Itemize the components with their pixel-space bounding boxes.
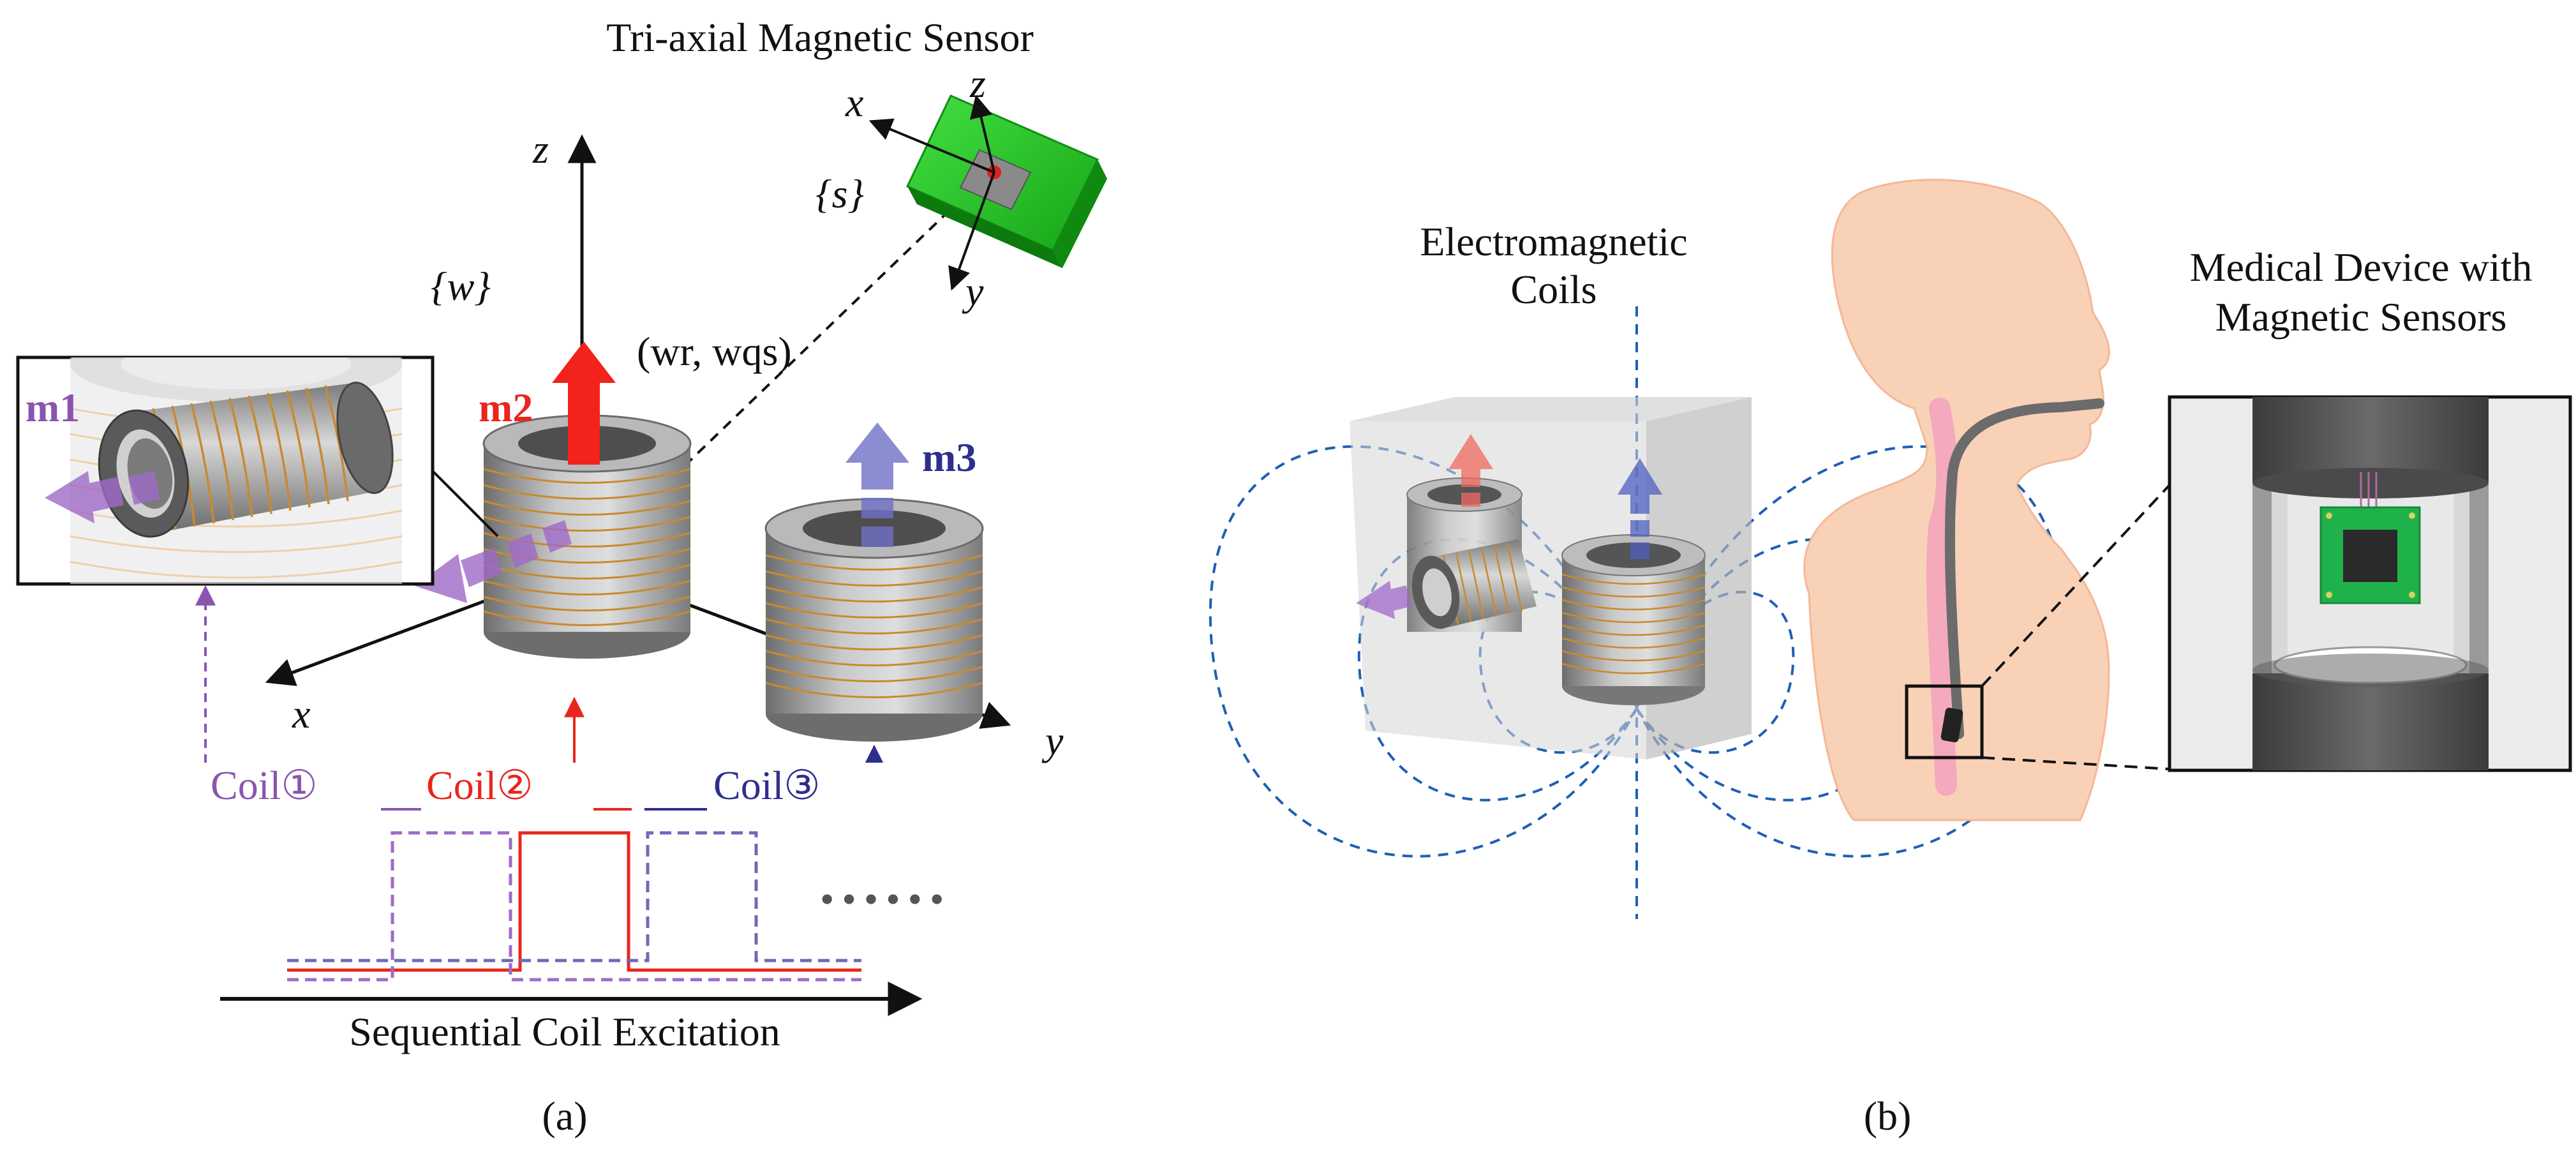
- world-y-label: y: [1041, 718, 1064, 763]
- moment-3-label: m3: [922, 435, 976, 480]
- moment-2-arrow: [552, 341, 616, 465]
- coil-3: [764, 498, 984, 742]
- sensor-x-axis: [868, 118, 995, 174]
- coils-label-line2: Coils: [1510, 267, 1597, 312]
- caption-b: (b): [1864, 1093, 1912, 1139]
- coil-3-label: Coil③: [713, 763, 821, 808]
- moment-3-arrow: [845, 423, 909, 547]
- pose-label: (wr, wqs): [637, 329, 792, 374]
- sensor-frame-axes: x z y {s}: [815, 61, 995, 314]
- timeline-label: Sequential Coil Excitation: [349, 1009, 780, 1054]
- sensor-x-label: x: [845, 80, 863, 125]
- zoom-region-box: [1905, 684, 1984, 759]
- world-frame-label: {w}: [431, 264, 491, 309]
- sensor-y-label: y: [962, 269, 984, 314]
- box-moment-arrows: [1356, 434, 1662, 619]
- coil-2-label: Coil②: [426, 763, 533, 808]
- coils-label-line1: Electromagnetic: [1420, 219, 1687, 264]
- world-z-label: z: [532, 126, 549, 172]
- caption-a: (a): [542, 1093, 587, 1139]
- sensor-board: [905, 94, 1107, 268]
- sensor-y-axis: [948, 172, 995, 291]
- sensor-z-axis: [969, 94, 995, 173]
- excitation-timeline: [287, 831, 861, 982]
- world-x-label: x: [292, 691, 310, 737]
- box-coil-1: [1406, 477, 1537, 632]
- sensor-z-label: z: [969, 61, 986, 106]
- ellipsis: ••••••: [820, 876, 951, 922]
- sensor-title: Tri-axial Magnetic Sensor: [606, 15, 1034, 60]
- moment-2-label: m2: [479, 385, 533, 430]
- moment-1-arrow-world: [415, 520, 572, 603]
- sensor-chip: [2343, 530, 2397, 582]
- catheter: [1944, 398, 2104, 739]
- coil-1-label: Coil①: [211, 763, 318, 808]
- panel-b: Electromagnetic Coils Medical Device wit…: [1209, 179, 2572, 1139]
- box-coil-2: [1561, 534, 1706, 705]
- device-label-line2: Magnetic Sensors: [2215, 294, 2507, 340]
- device-zoom-inset: [2168, 395, 2572, 772]
- catheter-tip-sensor: [1940, 707, 1963, 743]
- inset-connector: [431, 470, 499, 537]
- coil-1-inset: [16, 355, 435, 586]
- moment-1-label: m1: [26, 385, 80, 430]
- zoom-connector-lines: [1981, 484, 2171, 770]
- sensor-frame-label: {s}: [815, 171, 865, 216]
- panel-a: Tri-axial Magnetic Sensor z x y {w} (wr,…: [16, 15, 1107, 1139]
- device-label-line1: Medical Device with: [2190, 244, 2533, 290]
